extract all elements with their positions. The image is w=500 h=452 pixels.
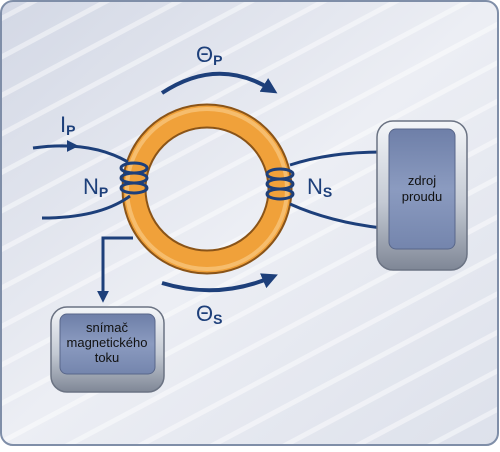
label-theta-s: ΘS xyxy=(196,301,222,327)
flux-sensor-label-line1: snímač xyxy=(86,320,128,335)
label-i-p: IP xyxy=(60,112,75,138)
flux-sensor-block: snímač magnetického toku xyxy=(50,306,165,393)
current-source-block: zdroj proudu xyxy=(376,120,468,271)
label-n-p: NP xyxy=(83,174,108,200)
secondary-lower-wire xyxy=(289,202,383,230)
flux-sensor-label-line2: magnetického xyxy=(67,335,148,350)
primary-output-wire xyxy=(41,194,131,220)
flux-sensor-label-line3: toku xyxy=(95,350,120,365)
current-source-label-line1: zdroj xyxy=(408,173,436,188)
secondary-upper-wire xyxy=(289,150,383,167)
primary-flux-arrow xyxy=(160,71,278,95)
primary-input-wire xyxy=(32,144,129,164)
primary-winding xyxy=(119,161,149,195)
secondary-flux-arrow xyxy=(161,273,278,293)
current-source-label-line2: proudu xyxy=(402,189,442,204)
label-n-s: NS xyxy=(307,174,332,200)
secondary-winding xyxy=(265,167,295,201)
sensor-lead-arrow xyxy=(97,236,133,303)
label-theta-p: ΘP xyxy=(196,42,222,68)
